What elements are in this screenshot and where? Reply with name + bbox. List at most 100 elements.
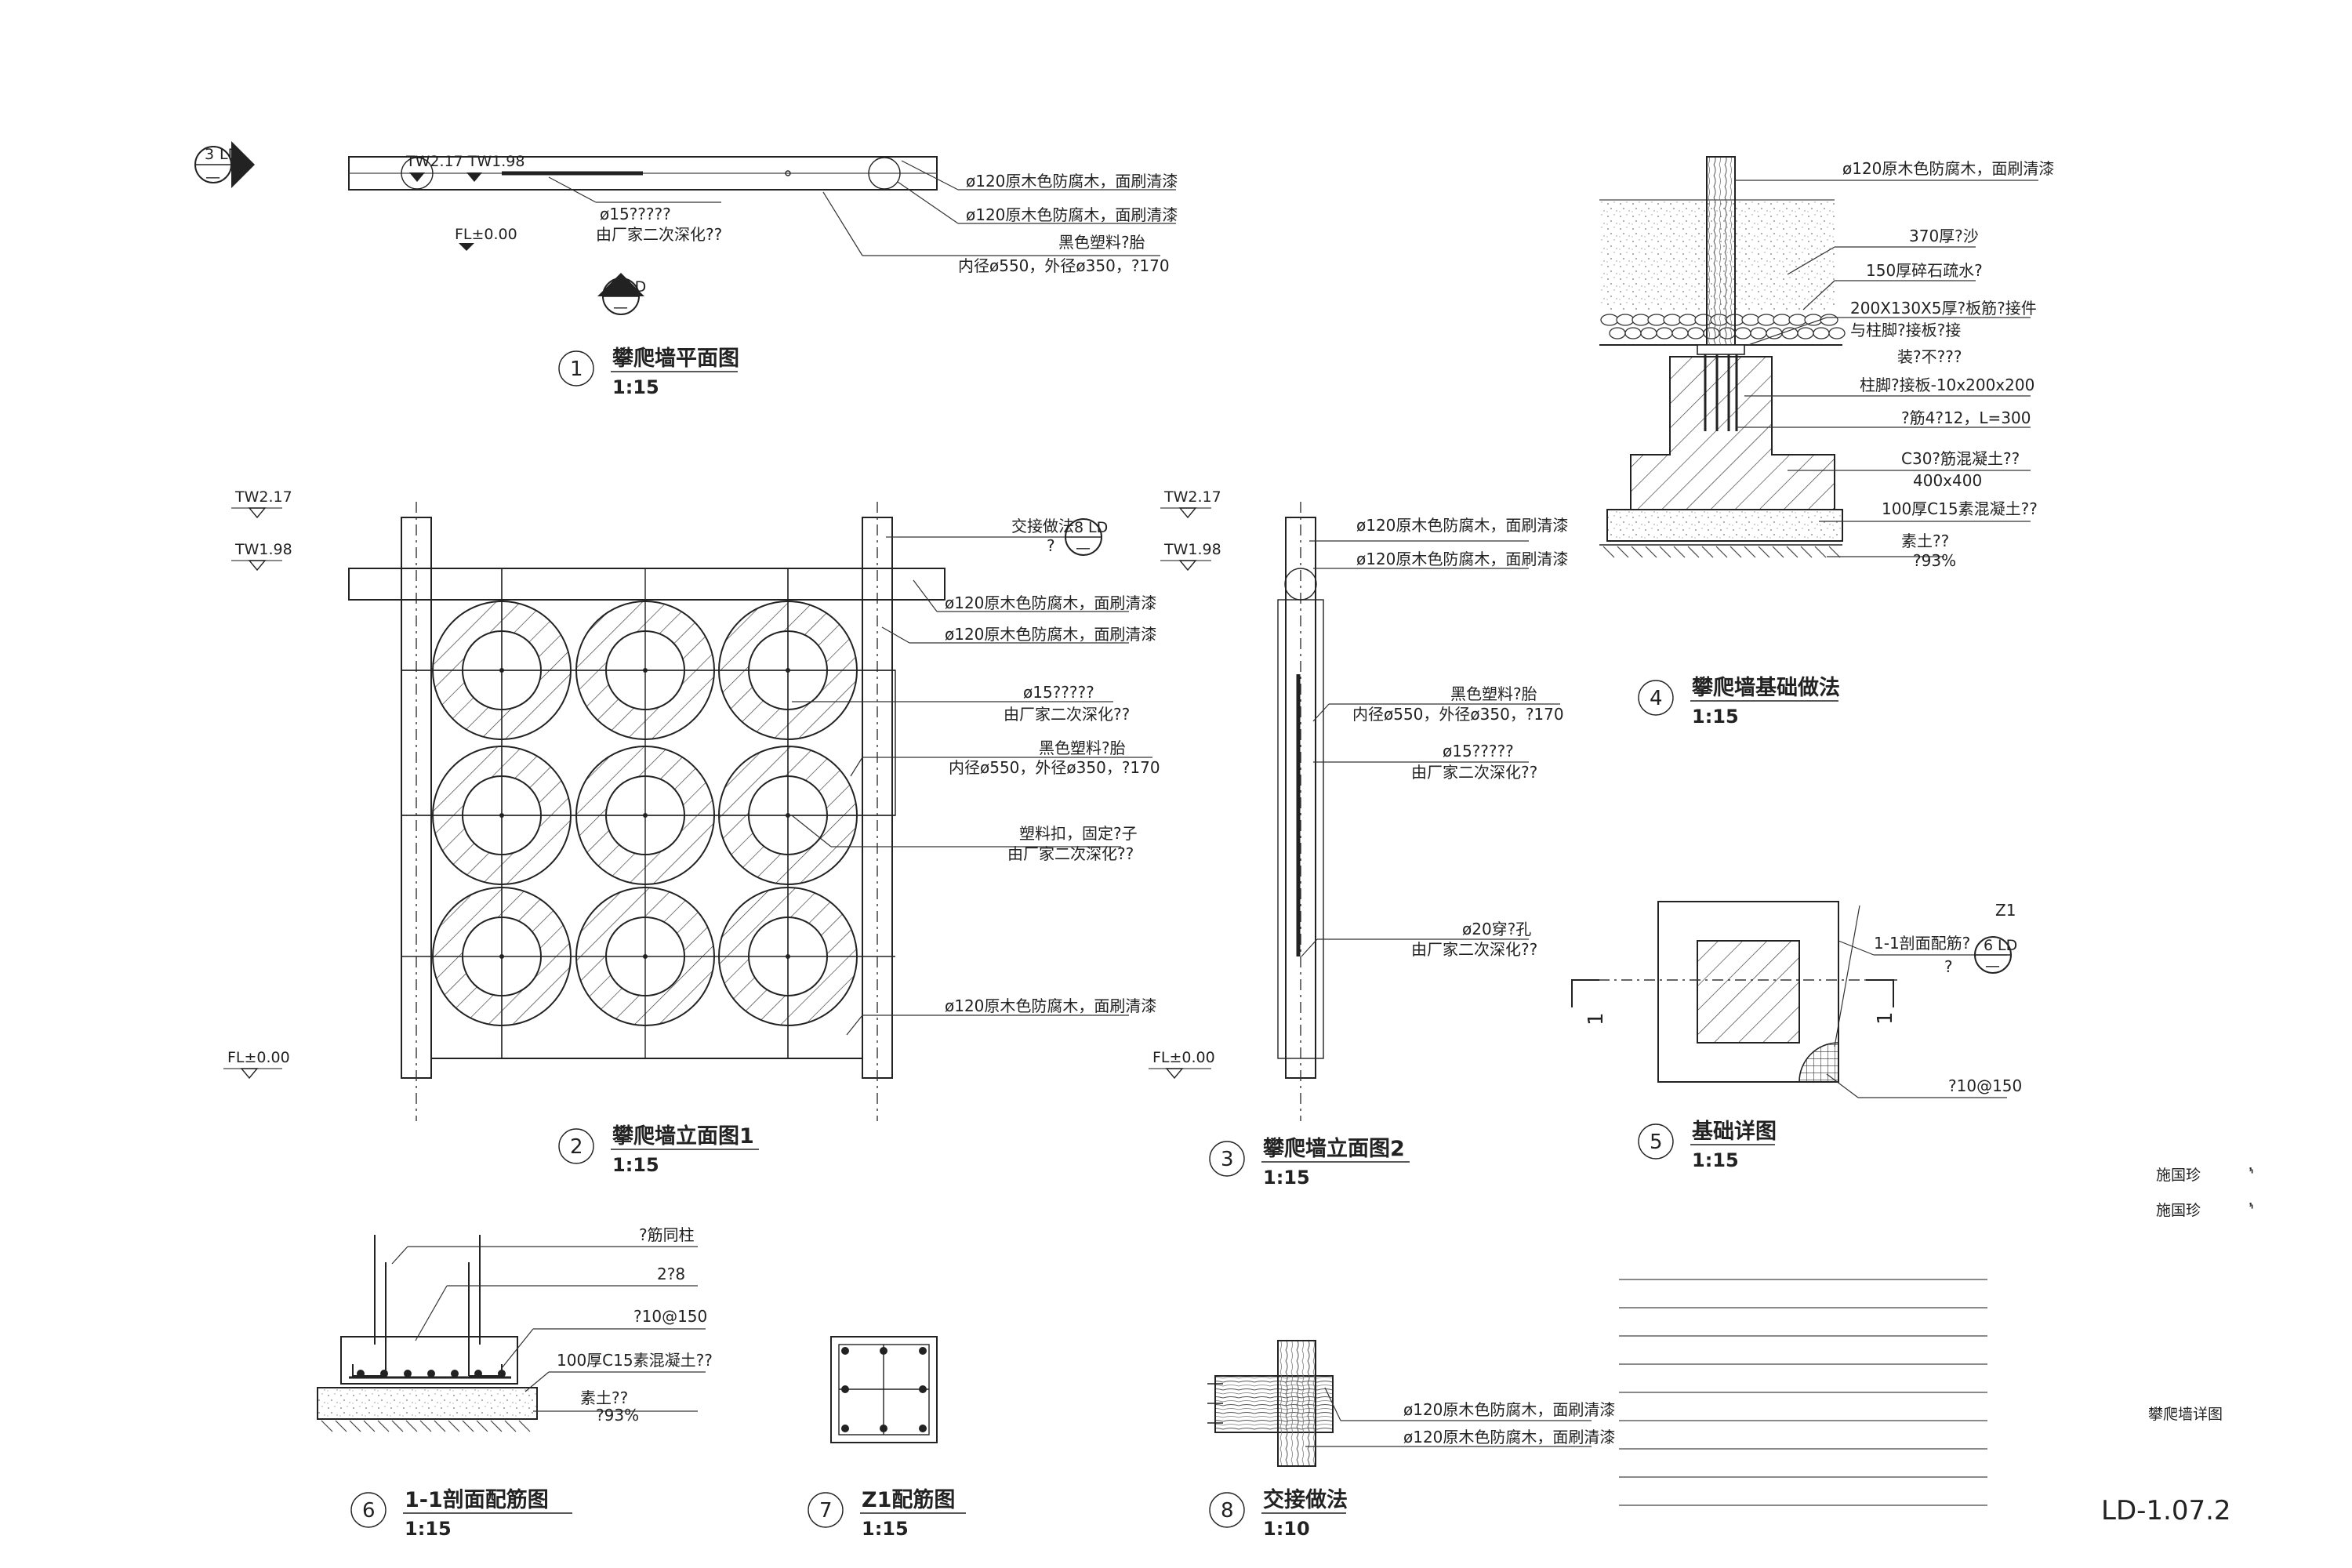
plan-view: 3 LD — TW2.17 TW1.98 FL±0.00 ø120原木色防腐木，… <box>194 141 1178 316</box>
view-name: 攀爬墙立面图1 <box>612 1123 754 1149</box>
callout-ref: LD <box>626 278 646 296</box>
callout-num: 2 <box>612 278 621 296</box>
r-note-column: ?筋同柱 <box>639 1225 695 1244</box>
f-note-c30-2: 400x400 <box>1913 471 1982 490</box>
sheet-code: LD-1.07.2 <box>2101 1495 2231 1526</box>
view-scale: 1:15 <box>862 1518 909 1540</box>
callout-num: 8 <box>1074 519 1083 536</box>
plan-note-rope-1: ø15????? <box>600 205 671 223</box>
r-note-c15: 100厚C15素混凝土?? <box>557 1351 713 1370</box>
tyre-grid <box>401 568 895 1058</box>
revision-lines <box>1619 1279 1987 1506</box>
svg-text:'̓: '̓ <box>2249 1167 2254 1184</box>
view-number: 1 <box>570 358 583 381</box>
rebar-section: ?筋同柱 2?8 ?10@150 100厚C15素混凝土?? 素土?? ?93% <box>317 1225 713 1432</box>
elevation-2: TW2.17 TW1.98 FL±0.00 ø120原木色防腐木，面刷清漆 ø1… <box>1149 488 1568 1121</box>
view-name: Z1配筋图 <box>862 1487 955 1512</box>
view-number: 4 <box>1650 687 1663 710</box>
elev2-note-ring-2: 内径ø550，外径ø350，?170 <box>1352 705 1564 724</box>
section-mark-right: 1 <box>1874 1011 1897 1025</box>
f-note-c15: 100厚C15素混凝土?? <box>1882 499 2038 518</box>
plan-note-timber-1: ø120原木色防腐木，面刷清漆 <box>966 172 1178 191</box>
view-scale: 1:15 <box>1692 1149 1739 1171</box>
level-tw-top: TW2.17 <box>234 488 292 506</box>
elev1-note-ring-1: 黑色塑料?胎 <box>1039 739 1126 757</box>
callout-num: 6 <box>1984 937 1993 954</box>
elev1-note-timber-1: ø120原木色防腐木，面刷清漆 <box>945 593 1156 612</box>
note-joint-1: 交接做法 <box>1011 517 1074 535</box>
fp-note-z1: Z1 <box>1995 901 2016 920</box>
view-scale: 1:15 <box>612 376 659 398</box>
plan-note-rope-2: 由厂家二次深化?? <box>596 225 722 244</box>
svg-text:'̓: '̓ <box>2249 1202 2254 1219</box>
f-note-soil-2: ?93% <box>1913 551 1956 570</box>
view-name: 交接做法 <box>1263 1487 1348 1512</box>
elev1-note-rope-1: ø15????? <box>1023 683 1094 702</box>
callout-num: 3 <box>205 146 214 163</box>
view-scale: 1:10 <box>1263 1518 1310 1540</box>
view-title: 7 Z1配筋图 1:15 <box>808 1487 966 1540</box>
callout-ref: LD <box>220 146 239 163</box>
f-note-plate-3: 装?不??? <box>1897 347 1962 366</box>
sheet-name: 攀爬墙详图 <box>2148 1406 2223 1423</box>
view-scale: 1:15 <box>1692 706 1739 728</box>
elevation-1: TW2.17 TW1.98 FL±0.00 交接做法 ? 8 LD — <box>223 488 1160 1121</box>
soil-hatch <box>1602 546 1841 558</box>
view-number: 8 <box>1221 1499 1234 1523</box>
elev1-note-clip-2: 由厂家二次深化?? <box>1007 844 1134 863</box>
rebar-section-callout: 6 LD — <box>1974 936 2017 975</box>
f-note-soil-1: 素土?? <box>1901 532 1949 550</box>
plan-tw-levels: TW2.17 TW1.98 <box>405 153 524 170</box>
f-note-bars: ?筋4?12，L=300 <box>1901 408 2031 427</box>
elev1-note-clip-1: 塑料扣，固定?子 <box>1019 824 1138 843</box>
note-joint-2: ? <box>1047 536 1055 555</box>
elev2-note-rope-1: ø15????? <box>1443 742 1514 760</box>
elev2-note-timber-2: ø120原木色防腐木，面刷清漆 <box>1356 550 1568 568</box>
view-number: 7 <box>819 1499 833 1523</box>
view-name: 攀爬墙基础做法 <box>1692 676 1840 700</box>
f-note-base-plate: 柱脚?接板-10x200x200 <box>1860 376 2034 394</box>
plan-note-timber-2: ø120原木色防腐木，面刷清漆 <box>966 205 1178 224</box>
elev2-note-timber-1: ø120原木色防腐木，面刷清漆 <box>1356 516 1568 535</box>
callout-ref: LD <box>1088 519 1108 536</box>
j-note-timber-1: ø120原木色防腐木，面刷清漆 <box>1403 1400 1615 1419</box>
view-scale: 1:15 <box>405 1518 452 1540</box>
joint-callout: 8 LD — <box>1065 518 1108 557</box>
plan-note-ring-2: 内径ø550，外径ø350，?170 <box>958 256 1170 275</box>
callout-ref: LD <box>1998 937 2017 954</box>
callout-sub: — <box>205 169 220 186</box>
elev2-note-hole-1: ø20穿?孔 <box>1462 920 1531 938</box>
level-fl: FL±0.00 <box>227 1049 290 1066</box>
j-note-timber-2: ø120原木色防腐木，面刷清漆 <box>1403 1428 1615 1446</box>
r-note-stirrup: ?10@150 <box>633 1307 707 1326</box>
view-title: 8 交接做法 1:10 <box>1209 1487 1348 1540</box>
section-marker-2: 2 LD — <box>597 273 646 316</box>
fp-note-stirrup: ?10@150 <box>1948 1076 2022 1095</box>
view-scale: 1:15 <box>612 1154 659 1176</box>
fp-note-secref-1: 1-1剖面配筋? <box>1874 934 1970 953</box>
callout-sub: — <box>1076 539 1091 557</box>
view-name: 1-1剖面配筋图 <box>405 1487 549 1512</box>
plan-note-ring-1: 黑色塑料?胎 <box>1058 233 1145 252</box>
f-note-sand: 370厚?沙 <box>1909 227 1979 245</box>
view-title: 1 攀爬墙平面图 1:15 <box>558 347 739 398</box>
view-name: 攀爬墙平面图 <box>612 347 739 371</box>
elev2-note-ring-1: 黑色塑料?胎 <box>1450 684 1537 703</box>
f-note-c30-1: C30?筋混凝土?? <box>1901 449 2020 468</box>
callout-sub: — <box>613 299 628 316</box>
view-number: 5 <box>1650 1131 1663 1154</box>
stamp-2: 施国珍 <box>2156 1202 2201 1219</box>
elev1-note-timber-3: ø120原木色防腐木，面刷清漆 <box>945 996 1156 1015</box>
r-note-soil-2: ?93% <box>596 1406 639 1425</box>
r-note-soil-1: 素土?? <box>580 1388 628 1407</box>
r-note-bars: 2?8 <box>657 1265 685 1283</box>
f-note-plate-2: 与柱脚?接板?接 <box>1850 321 1961 339</box>
view-name: 基础详图 <box>1692 1119 1777 1144</box>
elev2-level-fl: FL±0.00 <box>1152 1049 1215 1066</box>
section-marker-3: 3 LD — <box>194 141 255 188</box>
f-note-plate-1: 200X130X5厚?板筋?接件 <box>1850 299 2037 318</box>
view-number: 3 <box>1221 1148 1234 1171</box>
